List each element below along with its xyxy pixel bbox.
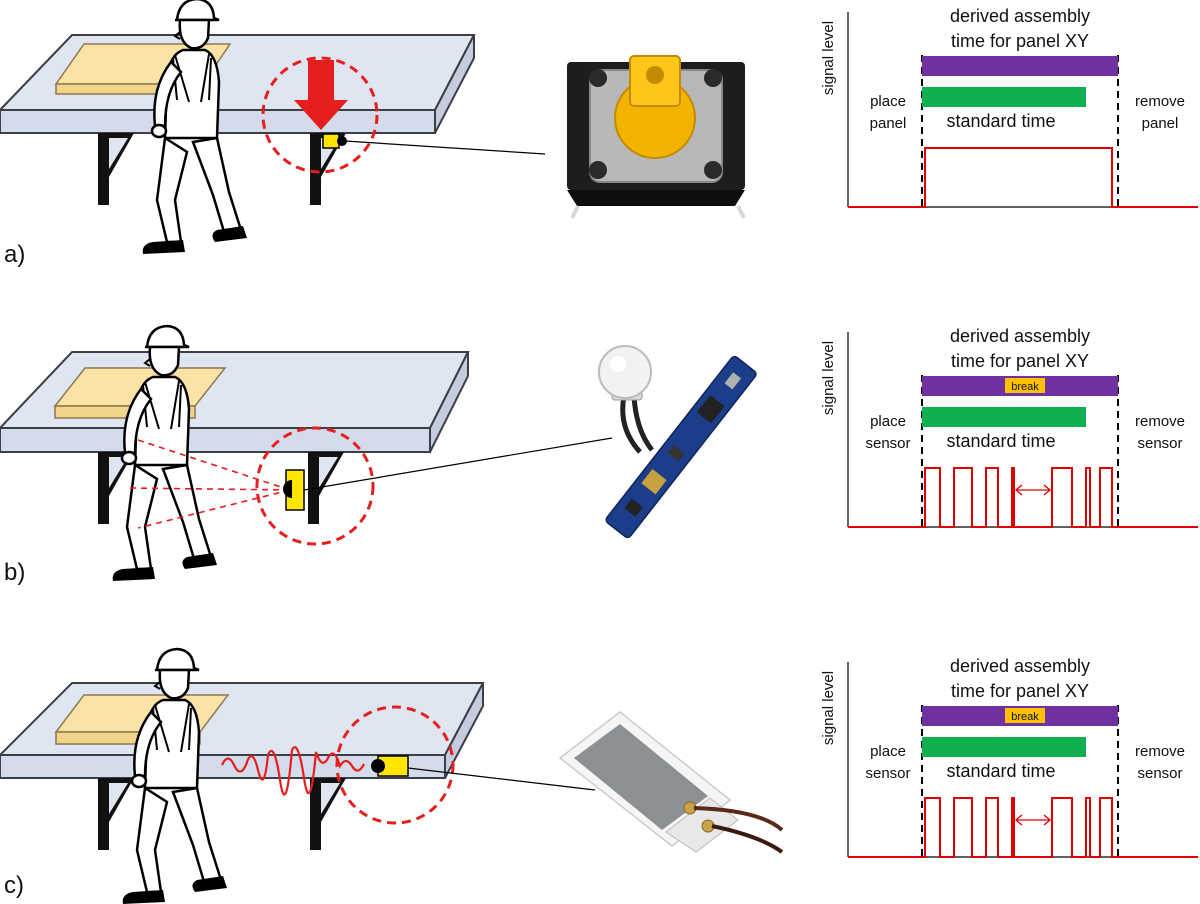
panel-c: c) signal level derived assembly time for … (0, 647, 1198, 904)
right-label-line-1: remove (1135, 743, 1185, 760)
signal-trace (848, 797, 1198, 858)
table-illustration-c (0, 647, 596, 904)
chart-title-line-1: derived assembly (950, 6, 1090, 26)
signal-chart-a: signal level derived assembly time for pan… (820, 6, 1198, 208)
svg-text:a): a) (4, 241, 25, 268)
break-arrow-head-left (1014, 814, 1023, 826)
break-arrow-head-right (1043, 484, 1052, 496)
left-label-line-1: place (870, 93, 906, 110)
standard-time-label: standard time (946, 431, 1055, 451)
signal-trace (848, 467, 1198, 528)
break-marker (1005, 708, 1045, 723)
chart-title-line-2: time for panel XY (951, 31, 1089, 51)
chart-title-line-2: time for panel XY (951, 681, 1089, 701)
y-axis-label: signal level (820, 21, 837, 95)
left-label-line-1: place (870, 743, 906, 760)
signal-trace (848, 147, 1198, 208)
panel-a: a) signal level derived assembly time for … (0, 0, 1198, 268)
y-axis-label: signal level (820, 671, 837, 745)
pir-motion-sensor-icon (598, 345, 757, 539)
vibration-wave (221, 746, 365, 796)
highlight-circle-c (335, 705, 455, 825)
break-label: break (1011, 381, 1039, 393)
derived-time-bar (922, 56, 1118, 76)
standard-time-bar (922, 737, 1086, 757)
break-arrow-head-left (1014, 484, 1023, 496)
detection-beams (129, 439, 291, 529)
left-label-line-2: sensor (865, 435, 910, 452)
standard-time-label: standard time (946, 761, 1055, 781)
standard-time-bar (922, 87, 1086, 107)
button-sensor-a (322, 133, 340, 149)
highlight-circle-b (255, 426, 375, 546)
svg-text:c): c) (4, 872, 24, 899)
table-illustration-b (0, 324, 613, 583)
panel-label-a: a) (4, 241, 25, 268)
highlight-circle-a (261, 56, 379, 174)
left-label-line-1: place (870, 413, 906, 430)
break-label: break (1011, 711, 1039, 723)
panel-label-b: b) (4, 559, 25, 586)
chart-title-line-2: time for panel XY (951, 351, 1089, 371)
right-label-line-2: panel (1142, 115, 1179, 132)
chart-title-line-1: derived assembly (950, 656, 1090, 676)
right-label-line-1: remove (1135, 93, 1185, 110)
signal-chart-b: signal level derived assembly time for pan… (820, 326, 1198, 528)
y-axis-label: signal level (820, 341, 837, 415)
signal-chart-c: signal level derived assembly time for pan… (820, 656, 1198, 858)
left-label-line-2: panel (870, 115, 907, 132)
table-illustration-a (0, 0, 546, 256)
svg-text:b): b) (4, 559, 25, 586)
panel-b: b) signal level derived assembly time for … (0, 324, 1198, 586)
break-marker (1005, 378, 1045, 393)
right-label-line-2: sensor (1137, 765, 1182, 782)
standard-time-bar (922, 407, 1086, 427)
piezo-vibration-sensor-icon (558, 711, 784, 854)
right-label-line-1: remove (1135, 413, 1185, 430)
panel-label-c: c) (4, 872, 24, 899)
push-button-icon (567, 55, 746, 219)
break-arrow-head-right (1043, 814, 1052, 826)
press-arrow-icon (294, 60, 348, 130)
standard-time-label: standard time (946, 111, 1055, 131)
right-label-line-2: sensor (1137, 435, 1182, 452)
left-label-line-2: sensor (865, 765, 910, 782)
chart-title-line-1: derived assembly (950, 326, 1090, 346)
